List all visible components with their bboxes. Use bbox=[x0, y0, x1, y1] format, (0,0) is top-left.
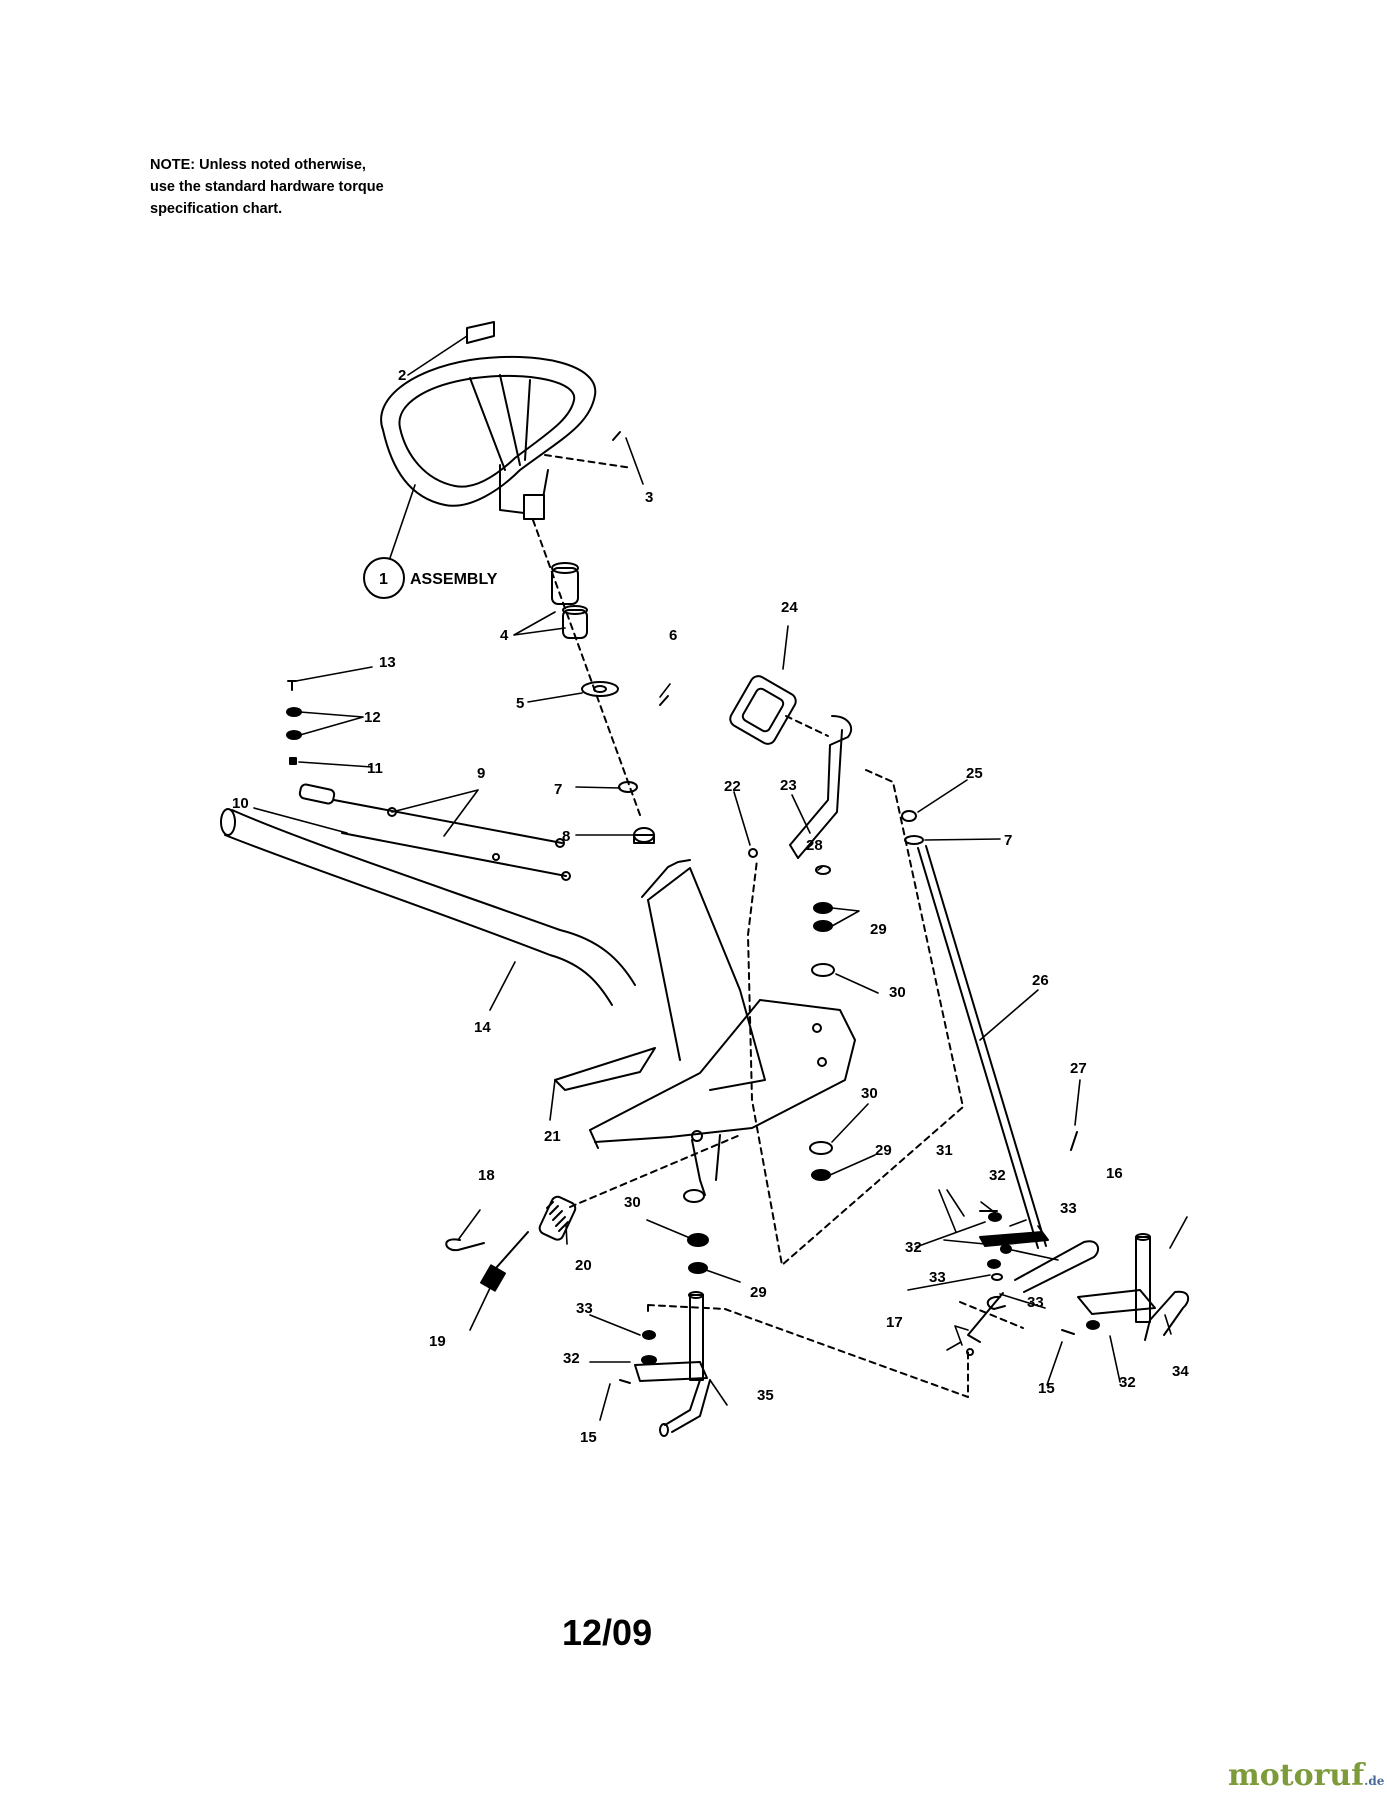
callout-9: 9 bbox=[477, 765, 485, 782]
assembly-callout-circle bbox=[363, 557, 405, 599]
callout-17: 17 bbox=[886, 1314, 903, 1331]
bushing-8-body bbox=[633, 834, 655, 844]
steering-wheel bbox=[380, 355, 597, 520]
rod-end-19 bbox=[480, 1264, 506, 1292]
note-line-2: use the standard hardware torque bbox=[150, 179, 384, 195]
callout-29-upper: 29 bbox=[870, 921, 887, 938]
washer-5 bbox=[581, 681, 619, 697]
callout-27: 27 bbox=[1070, 1060, 1087, 1077]
horn-cap bbox=[466, 321, 495, 344]
return-spring bbox=[538, 1195, 577, 1241]
callout-33-lower-right: 33 bbox=[1027, 1294, 1044, 1311]
callout-10: 10 bbox=[232, 795, 249, 812]
callout-6: 6 bbox=[669, 627, 677, 644]
torque-note: NOTE: Unless noted otherwise, use the st… bbox=[150, 154, 470, 220]
callout-24: 24 bbox=[781, 599, 798, 616]
callout-23: 23 bbox=[780, 777, 797, 794]
spindle-left bbox=[634, 1291, 711, 1437]
roll-pin-27 bbox=[1070, 1131, 1078, 1151]
callout-21: 21 bbox=[544, 1128, 561, 1145]
callout-15-right: 15 bbox=[1038, 1380, 1055, 1397]
leader-lines bbox=[253, 335, 1188, 1421]
callout-13: 13 bbox=[379, 654, 396, 671]
callout-5: 5 bbox=[516, 695, 524, 712]
tie-rod-hardware bbox=[979, 1210, 1049, 1281]
spindle-right bbox=[1061, 1233, 1190, 1341]
hardware-stack-left bbox=[286, 680, 302, 765]
hair-pin-18 bbox=[445, 1238, 485, 1252]
callout-33-left: 33 bbox=[576, 1300, 593, 1317]
callout-29-middle: 29 bbox=[875, 1142, 892, 1159]
callout-29-lower: 29 bbox=[750, 1284, 767, 1301]
throttle-cables bbox=[298, 783, 571, 881]
callout-33-upper-right: 33 bbox=[1060, 1200, 1077, 1217]
callout-7-left: 7 bbox=[554, 781, 562, 798]
callout-3: 3 bbox=[645, 489, 653, 506]
roll-pin-3 bbox=[612, 431, 621, 441]
callout-25: 25 bbox=[966, 765, 983, 782]
callout-12: 12 bbox=[364, 709, 381, 726]
callout-14: 14 bbox=[474, 1019, 491, 1036]
callout-30-lower: 30 bbox=[624, 1194, 641, 1211]
shaft-axis bbox=[532, 519, 641, 816]
callout-labels: 2 3 1 ASSEMBLY 4 5 6 7 8 13 12 11 9 10 1… bbox=[232, 367, 1189, 1446]
callout-35: 35 bbox=[757, 1387, 774, 1404]
brake-pedal bbox=[729, 675, 853, 859]
roll-pin-6 bbox=[659, 695, 669, 706]
watermark-logo: motoruf.de bbox=[1228, 1758, 1384, 1793]
callout-33-middle-right: 33 bbox=[929, 1269, 946, 1286]
assembly-label: ASSEMBLY bbox=[410, 571, 498, 588]
callout-32-middle-right: 32 bbox=[905, 1239, 922, 1256]
note-line-3: specification chart. bbox=[150, 201, 283, 217]
pedal-pad-21 bbox=[554, 1047, 656, 1091]
callout-26: 26 bbox=[1032, 972, 1049, 989]
drag-link bbox=[901, 810, 1047, 1249]
callout-19: 19 bbox=[429, 1333, 446, 1350]
dashed-outline-lower bbox=[647, 1301, 1024, 1398]
callout-4: 4 bbox=[500, 627, 509, 644]
callout-30-upper: 30 bbox=[889, 984, 906, 1001]
callout-30-middle: 30 bbox=[861, 1085, 878, 1102]
shaft-axis-upper bbox=[544, 454, 633, 469]
washer-stack-right bbox=[811, 865, 835, 977]
dashed-outline-main bbox=[747, 769, 964, 1266]
front-axle bbox=[220, 808, 636, 1006]
callout-20: 20 bbox=[575, 1257, 592, 1274]
callout-15-left: 15 bbox=[580, 1429, 597, 1446]
bushings bbox=[551, 562, 588, 639]
callout-22: 22 bbox=[724, 778, 741, 795]
callout-16: 16 bbox=[1106, 1165, 1123, 1182]
watermark-suffix: .de bbox=[1364, 1774, 1385, 1788]
callout-32-left: 32 bbox=[563, 1350, 580, 1367]
note-line-1: NOTE: Unless noted otherwise, bbox=[150, 157, 366, 173]
front-frame bbox=[589, 859, 856, 1203]
callout-11: 11 bbox=[367, 760, 383, 777]
spring-axis bbox=[569, 1134, 741, 1208]
callout-2: 2 bbox=[398, 367, 406, 384]
clip-7-left bbox=[618, 781, 638, 793]
date-code: 12/09 bbox=[562, 1612, 653, 1653]
callout-8: 8 bbox=[562, 828, 570, 845]
watermark-main: motoruf bbox=[1228, 1758, 1365, 1793]
callout-32-upper-right: 32 bbox=[989, 1167, 1006, 1184]
callout-34: 34 bbox=[1172, 1363, 1189, 1380]
callout-28: 28 bbox=[806, 837, 823, 854]
washer-stack-lower bbox=[809, 1141, 833, 1181]
callout-31: 31 bbox=[936, 1142, 953, 1159]
spindle-hardware-left bbox=[619, 1233, 709, 1384]
tie-rods bbox=[966, 1240, 1100, 1356]
callout-32-lower-right: 32 bbox=[1119, 1374, 1136, 1391]
nut-22 bbox=[748, 848, 758, 858]
callout-7-right: 7 bbox=[1004, 832, 1012, 849]
assembly-number: 1 bbox=[379, 571, 388, 588]
callout-18: 18 bbox=[478, 1167, 495, 1184]
pedal-dash bbox=[785, 715, 829, 737]
